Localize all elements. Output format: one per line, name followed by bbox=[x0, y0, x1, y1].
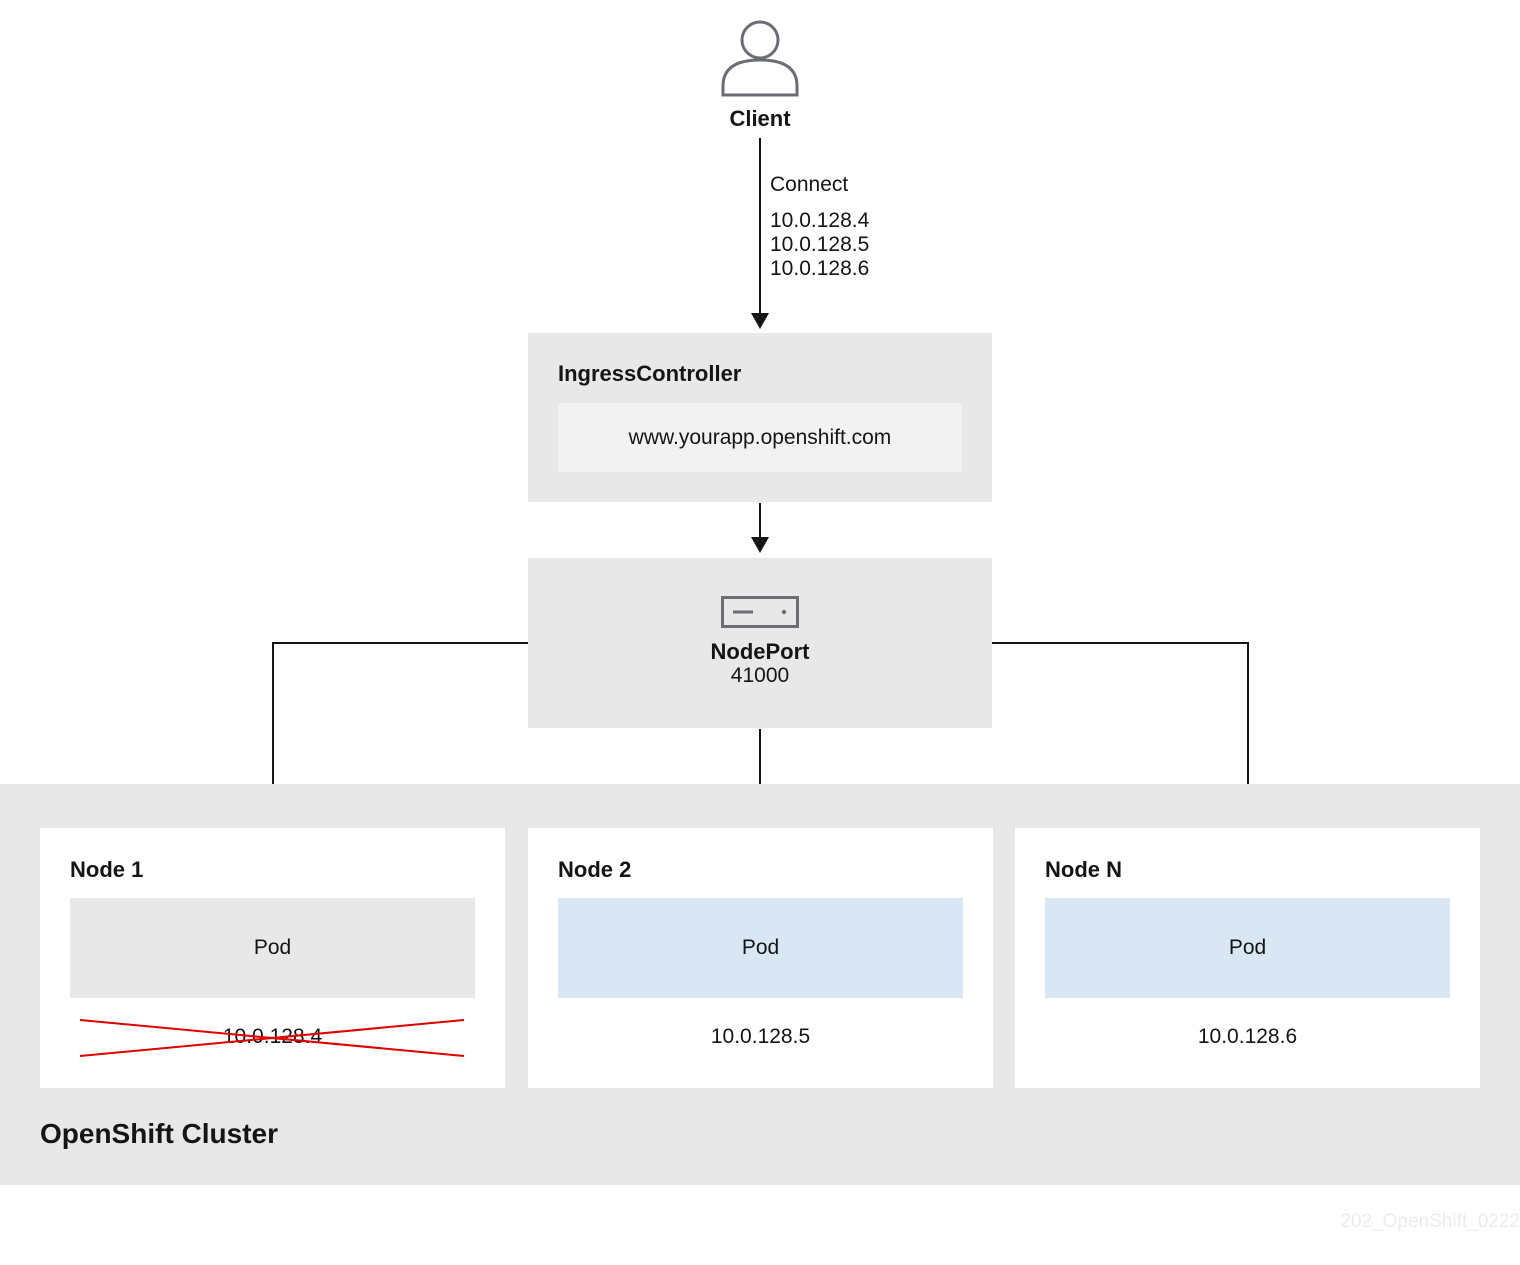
figure-id-watermark: 202_OpenShift_0222 bbox=[1340, 1211, 1520, 1232]
nodeport-port: 41000 bbox=[730, 664, 790, 687]
node-ip: 10.0.128.6 bbox=[1197, 1025, 1298, 1048]
pod-label: Pod bbox=[741, 936, 780, 959]
nodeport-box bbox=[528, 558, 992, 728]
pod-label: Pod bbox=[253, 936, 292, 959]
ingress-controller-title: IngressController bbox=[558, 361, 742, 386]
nodeport-to-node1-arrow bbox=[272, 642, 528, 812]
ingress-host-text: www.yourapp.openshift.com bbox=[628, 425, 892, 449]
node-ip: 10.0.128.5 bbox=[710, 1025, 811, 1048]
connect-label: Connect bbox=[770, 173, 849, 196]
node-title: Node 1 bbox=[70, 857, 144, 882]
pod-label: Pod bbox=[1228, 936, 1267, 959]
connect-ip: 10.0.128.4 bbox=[770, 209, 870, 232]
nodeport-title: NodePort bbox=[710, 639, 810, 664]
cluster-title: OpenShift Cluster bbox=[40, 1118, 279, 1149]
node-ip: 10.0.128.4 bbox=[222, 1025, 323, 1048]
connect-ip: 10.0.128.5 bbox=[770, 233, 870, 256]
user-icon bbox=[721, 20, 799, 97]
connect-ip-list: 10.0.128.4 10.0.128.5 10.0.128.6 bbox=[770, 209, 869, 281]
nodeport-to-noden-arrow bbox=[992, 642, 1249, 812]
server-icon bbox=[721, 596, 799, 628]
pod-available: Pod bbox=[1045, 898, 1450, 998]
pod-unavailable: Pod bbox=[70, 898, 475, 998]
node-title: Node 2 bbox=[558, 857, 632, 882]
client-label: Client bbox=[729, 106, 791, 131]
pod-available: Pod bbox=[558, 898, 963, 998]
ingress-host: www.yourapp.openshift.com bbox=[558, 403, 962, 472]
unavailable-cross-icon bbox=[80, 1019, 465, 1057]
connect-ip: 10.0.128.6 bbox=[770, 257, 870, 280]
node-title: Node N bbox=[1045, 857, 1122, 882]
